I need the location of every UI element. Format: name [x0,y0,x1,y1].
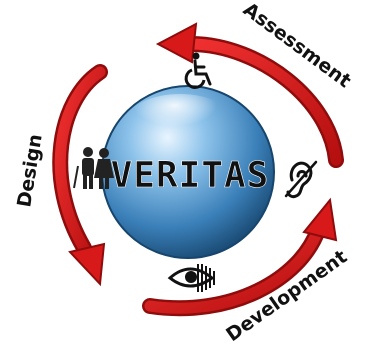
center-title: VERITAS [111,155,270,196]
design-arrow [52,64,108,287]
veritas-sphere: VERITAS [101,85,275,259]
design-label: Design [13,133,47,209]
assessment-arrow [155,22,344,168]
hearing-impaired-icon [284,160,318,199]
low-vision-eye-icon [167,264,215,292]
design-label-text: Design [13,133,47,209]
wheelchair-icon [184,52,212,89]
development-arrow [142,197,338,317]
elderly-couple-icon [73,147,114,189]
